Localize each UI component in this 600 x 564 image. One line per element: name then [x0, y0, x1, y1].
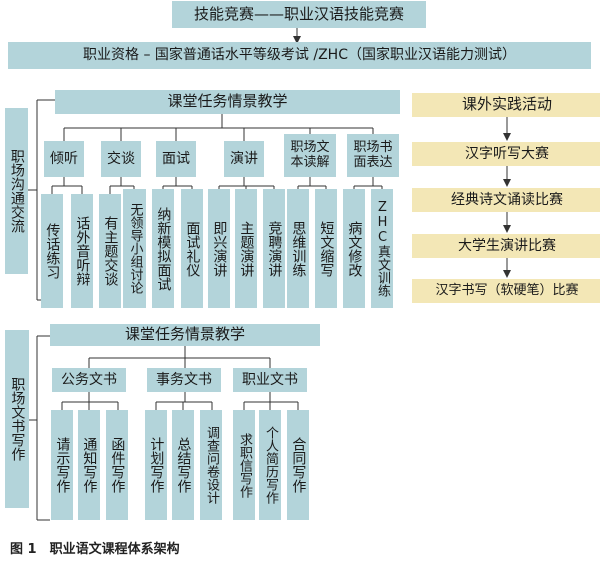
item-subtext-listening: 话外音听辩	[71, 194, 93, 308]
item-campaign-speech: 竞聘演讲	[263, 189, 285, 308]
item-zhc-training: ZHC真文训练	[371, 189, 393, 308]
item-leaderless-group: 无领导小组讨论	[123, 189, 146, 308]
item-summary-report: 总结写作	[172, 410, 194, 520]
group-career-docs: 职业文书	[233, 368, 307, 392]
group-written-expression: 职场书面表达	[347, 134, 399, 177]
item-request-writing: 请示写作	[51, 410, 73, 520]
item-mock-interview: 纳新模拟面试	[152, 189, 174, 308]
group-listening: 倾听	[44, 141, 84, 177]
section2-side-label: 职场文书写作	[5, 330, 29, 508]
item-questionnaire-design: 调查问卷设计	[200, 410, 222, 520]
section1-side-label: 职场沟通交流	[5, 108, 28, 274]
group-speech: 演讲	[224, 141, 264, 177]
extracurricular-recitation: 经典诗文诵读比赛	[412, 188, 600, 212]
item-summary-writing: 短文缩写	[315, 189, 337, 308]
extracurricular-calligraphy: 汉字书写（软硬笔）比赛	[412, 279, 600, 303]
item-cover-letter: 求职信写作	[233, 410, 255, 520]
item-plan-writing: 计划写作	[145, 410, 167, 520]
item-contract-writing: 合同写作	[287, 410, 309, 520]
group-interview: 面试	[156, 141, 196, 177]
extracurricular-speech-contest: 大学生演讲比赛	[412, 234, 600, 258]
item-interview-etiquette: 面试礼仪	[181, 189, 203, 308]
extracurricular-dictation: 汉字听写大赛	[412, 142, 600, 166]
group-official-docs: 公务文书	[52, 368, 126, 392]
item-text-revision: 病文修改	[343, 189, 365, 308]
item-thinking-training: 思维训练	[287, 189, 309, 308]
group-text-reading: 职场文本读解	[284, 134, 336, 177]
item-themed-talk: 有主题交谈	[99, 194, 121, 308]
group-conversation: 交谈	[101, 141, 141, 177]
item-themed-speech: 主题演讲	[235, 189, 257, 308]
item-notice-writing: 通知写作	[78, 410, 100, 520]
item-impromptu-speech: 即兴演讲	[208, 189, 230, 308]
section1-header: 课堂任务情景教学	[55, 90, 400, 114]
extracurricular-header: 课外实践活动	[412, 93, 600, 117]
item-letter-writing: 函件写作	[106, 410, 128, 520]
top-title-box: 技能竞赛——职业汉语技能竞赛	[172, 1, 426, 28]
figure-caption: 图 1 职业语文课程体系架构	[10, 542, 180, 557]
item-message-relay: 传话练习	[41, 194, 63, 308]
item-resume-writing: 个人简历写作	[259, 410, 281, 520]
qualification-box: 职业资格 – 国家普通话水平等级考试 /ZHC（国家职业汉语能力测试）	[8, 42, 591, 69]
section2-header: 课堂任务情景教学	[50, 324, 320, 346]
group-affairs-docs: 事务文书	[147, 368, 221, 392]
